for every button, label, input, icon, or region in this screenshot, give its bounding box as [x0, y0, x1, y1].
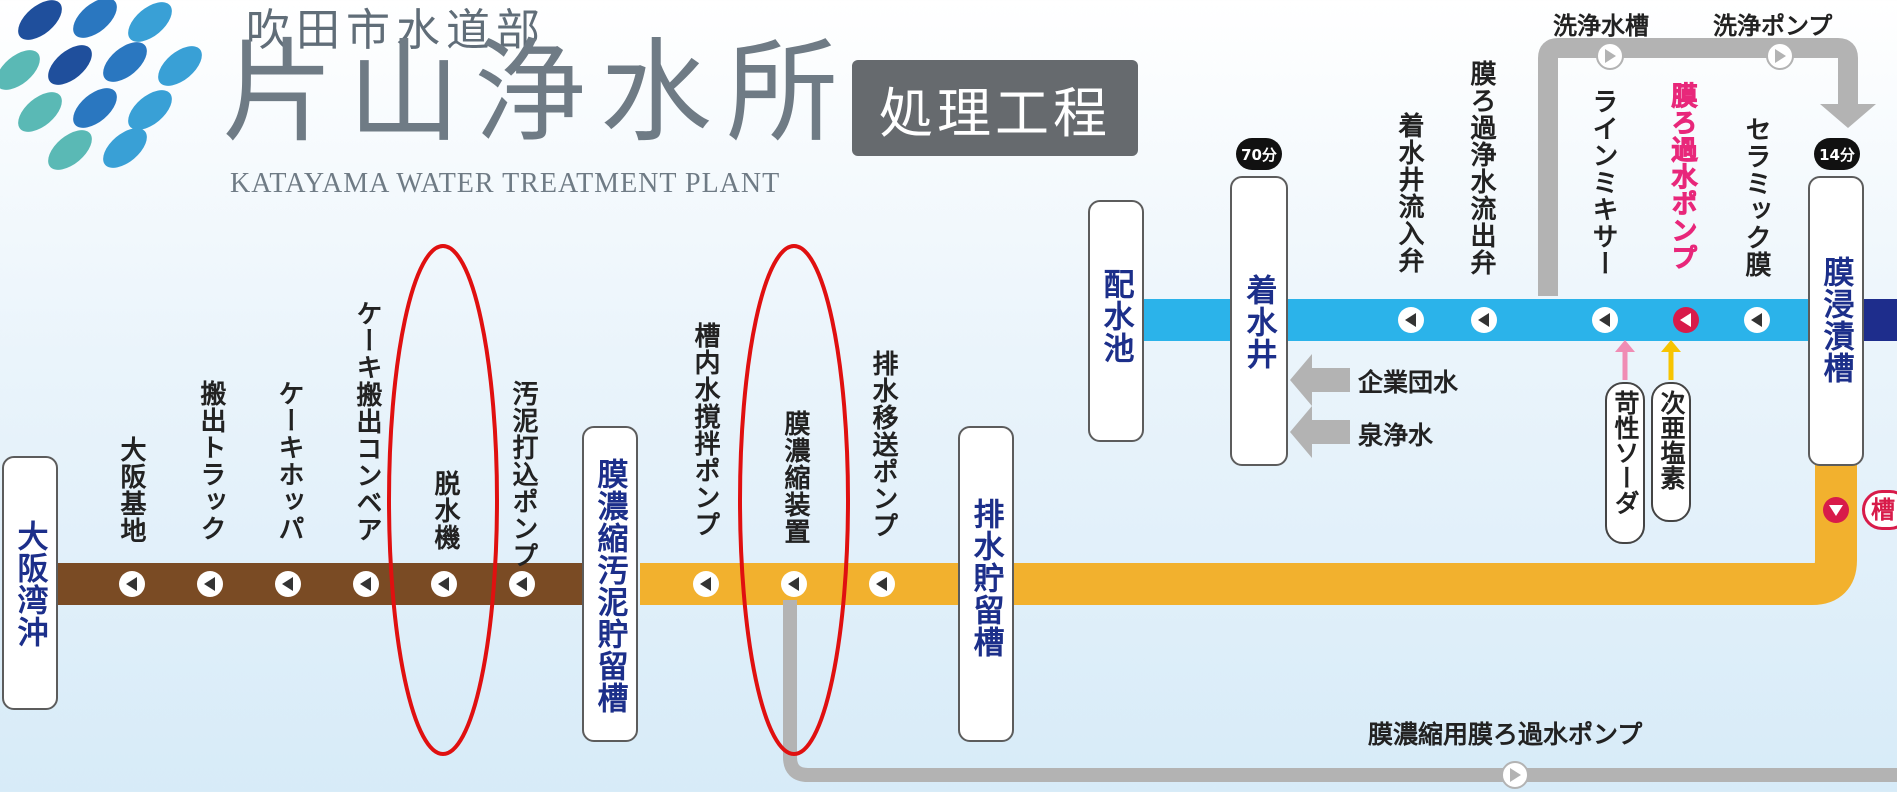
water-main-pipe-tail	[1860, 299, 1897, 341]
logo-leaf	[158, 46, 202, 86]
bottom-pump-label: 膜濃縮用膜ろ過水ポンプ	[1368, 720, 1643, 749]
bottom-pump-pipe	[783, 600, 1897, 782]
valve-marker	[353, 571, 379, 597]
highlight-ellipse-concentrator	[738, 244, 850, 756]
inflow-valve-label: 着水井流入弁	[1394, 112, 1424, 274]
logo-leaf	[73, 88, 117, 128]
logo-leaf	[18, 92, 62, 132]
valve-marker	[197, 571, 223, 597]
valve-marker	[509, 571, 535, 597]
valve-marker	[275, 571, 301, 597]
spring-water-label: 泉浄水	[1358, 421, 1434, 450]
logo-leaf	[128, 2, 172, 42]
sludge-pump-label: 汚泥打込ポンプ	[508, 380, 538, 569]
membrane-immersion-tank-box: 膜浸漬槽	[1808, 176, 1864, 466]
logo-leaf	[103, 42, 147, 82]
receiving-time-badge: 70分	[1236, 138, 1282, 170]
osaka-base-label: 大阪基地	[116, 436, 146, 544]
sludge-return-pipe	[640, 462, 1857, 605]
osaka-bay-box: 大阪湾沖	[2, 456, 58, 710]
drain-tank-box: 排水貯留槽	[958, 426, 1014, 742]
valve-marker	[1823, 497, 1849, 523]
valve-marker	[119, 571, 145, 597]
drain-tank-label: 排水貯留槽	[967, 498, 1004, 658]
org-name: 吹田市水道部	[246, 5, 546, 56]
industrial-water-arrow	[1290, 354, 1350, 406]
wash-loop-pipe	[1538, 38, 1858, 296]
wash-tank-label: 洗浄水槽	[1553, 12, 1649, 40]
caustic-soda-label: 苛性ソーダ	[1611, 390, 1640, 515]
concentrator-label: 膜濃縮装置	[780, 410, 810, 545]
stirring-pump-label: 槽内水撹拌ポンプ	[690, 322, 720, 538]
outflow-valve-label: 膜ろ過浄水流出弁	[1466, 60, 1496, 276]
distribution-reservoir-box: 配水池	[1088, 200, 1144, 442]
caustic-soda-arrowhead	[1615, 340, 1635, 352]
cake-hopper-label: ケーキホッパ	[274, 380, 304, 542]
spring-water-arrow	[1290, 406, 1350, 458]
caustic-soda-box: 苛性ソーダ	[1605, 382, 1645, 544]
valve-marker	[1501, 761, 1529, 789]
valve-marker	[869, 571, 895, 597]
wash-pump-label: 洗浄ポンプ	[1713, 12, 1833, 40]
hypochlorite-label: 次亜塩素	[1657, 390, 1686, 490]
valve-marker	[693, 571, 719, 597]
logo-leaf	[73, 0, 117, 38]
plant-title-english: KATAYAMA WATER TREATMENT PLANT	[230, 168, 781, 199]
hypochlorite-arrowhead	[1661, 340, 1681, 352]
logo-leaf	[128, 90, 172, 130]
valve-marker	[1673, 307, 1699, 333]
distribution-reservoir-label: 配水池	[1097, 268, 1134, 364]
receiving-well-box: 着水井	[1230, 176, 1288, 466]
valve-marker	[1766, 42, 1794, 70]
industrial-water-label: 企業団水	[1358, 368, 1459, 397]
valve-marker	[1596, 42, 1624, 70]
concentrate-tank-label: 膜濃縮汚泥貯留槽	[591, 458, 628, 714]
wash-loop-arrowhead	[1820, 104, 1876, 128]
membrane-immersion-tank-label: 膜浸漬槽	[1817, 256, 1854, 384]
valve-marker	[1398, 307, 1424, 333]
line-mixer-label: ラインミキサー	[1588, 88, 1618, 277]
valve-marker	[781, 571, 807, 597]
receiving-well-label: 着水井	[1240, 274, 1277, 370]
valve-marker	[431, 571, 457, 597]
truck-label: 搬出トラック	[196, 380, 226, 542]
valve-marker	[1471, 307, 1497, 333]
plant-title: 片山浄水所	[222, 28, 852, 158]
hypochlorite-box: 次亜塩素	[1651, 382, 1691, 522]
dewatering-machine-label: 脱水機	[430, 470, 460, 551]
logo-leaf	[103, 128, 147, 168]
logo-leaf	[48, 130, 92, 170]
ceramic-membrane-label: セラミック膜	[1741, 116, 1771, 278]
waterworks-logo	[0, 0, 202, 170]
sludge-tank-partial-label: 槽	[1862, 490, 1897, 530]
process-badge: 処理工程	[852, 60, 1138, 156]
logo-leaf	[0, 50, 40, 90]
osaka-bay-label: 大阪湾沖	[11, 520, 48, 648]
valve-marker	[1744, 307, 1770, 333]
cake-conveyor-label: ケーキ搬出コンベア	[352, 300, 382, 543]
logo-leaf	[18, 0, 62, 40]
concentrate-tank-box: 膜濃縮汚泥貯留槽	[582, 426, 638, 742]
drain-pump-label: 排水移送ポンプ	[868, 350, 898, 539]
highlight-ellipse-dewatering	[387, 244, 499, 756]
logo-leaf	[48, 45, 92, 85]
valve-marker	[1592, 307, 1618, 333]
filtration-pump-label: 膜ろ過水ポンプ	[1667, 82, 1698, 272]
membrane-time-badge: 14分	[1814, 138, 1860, 170]
